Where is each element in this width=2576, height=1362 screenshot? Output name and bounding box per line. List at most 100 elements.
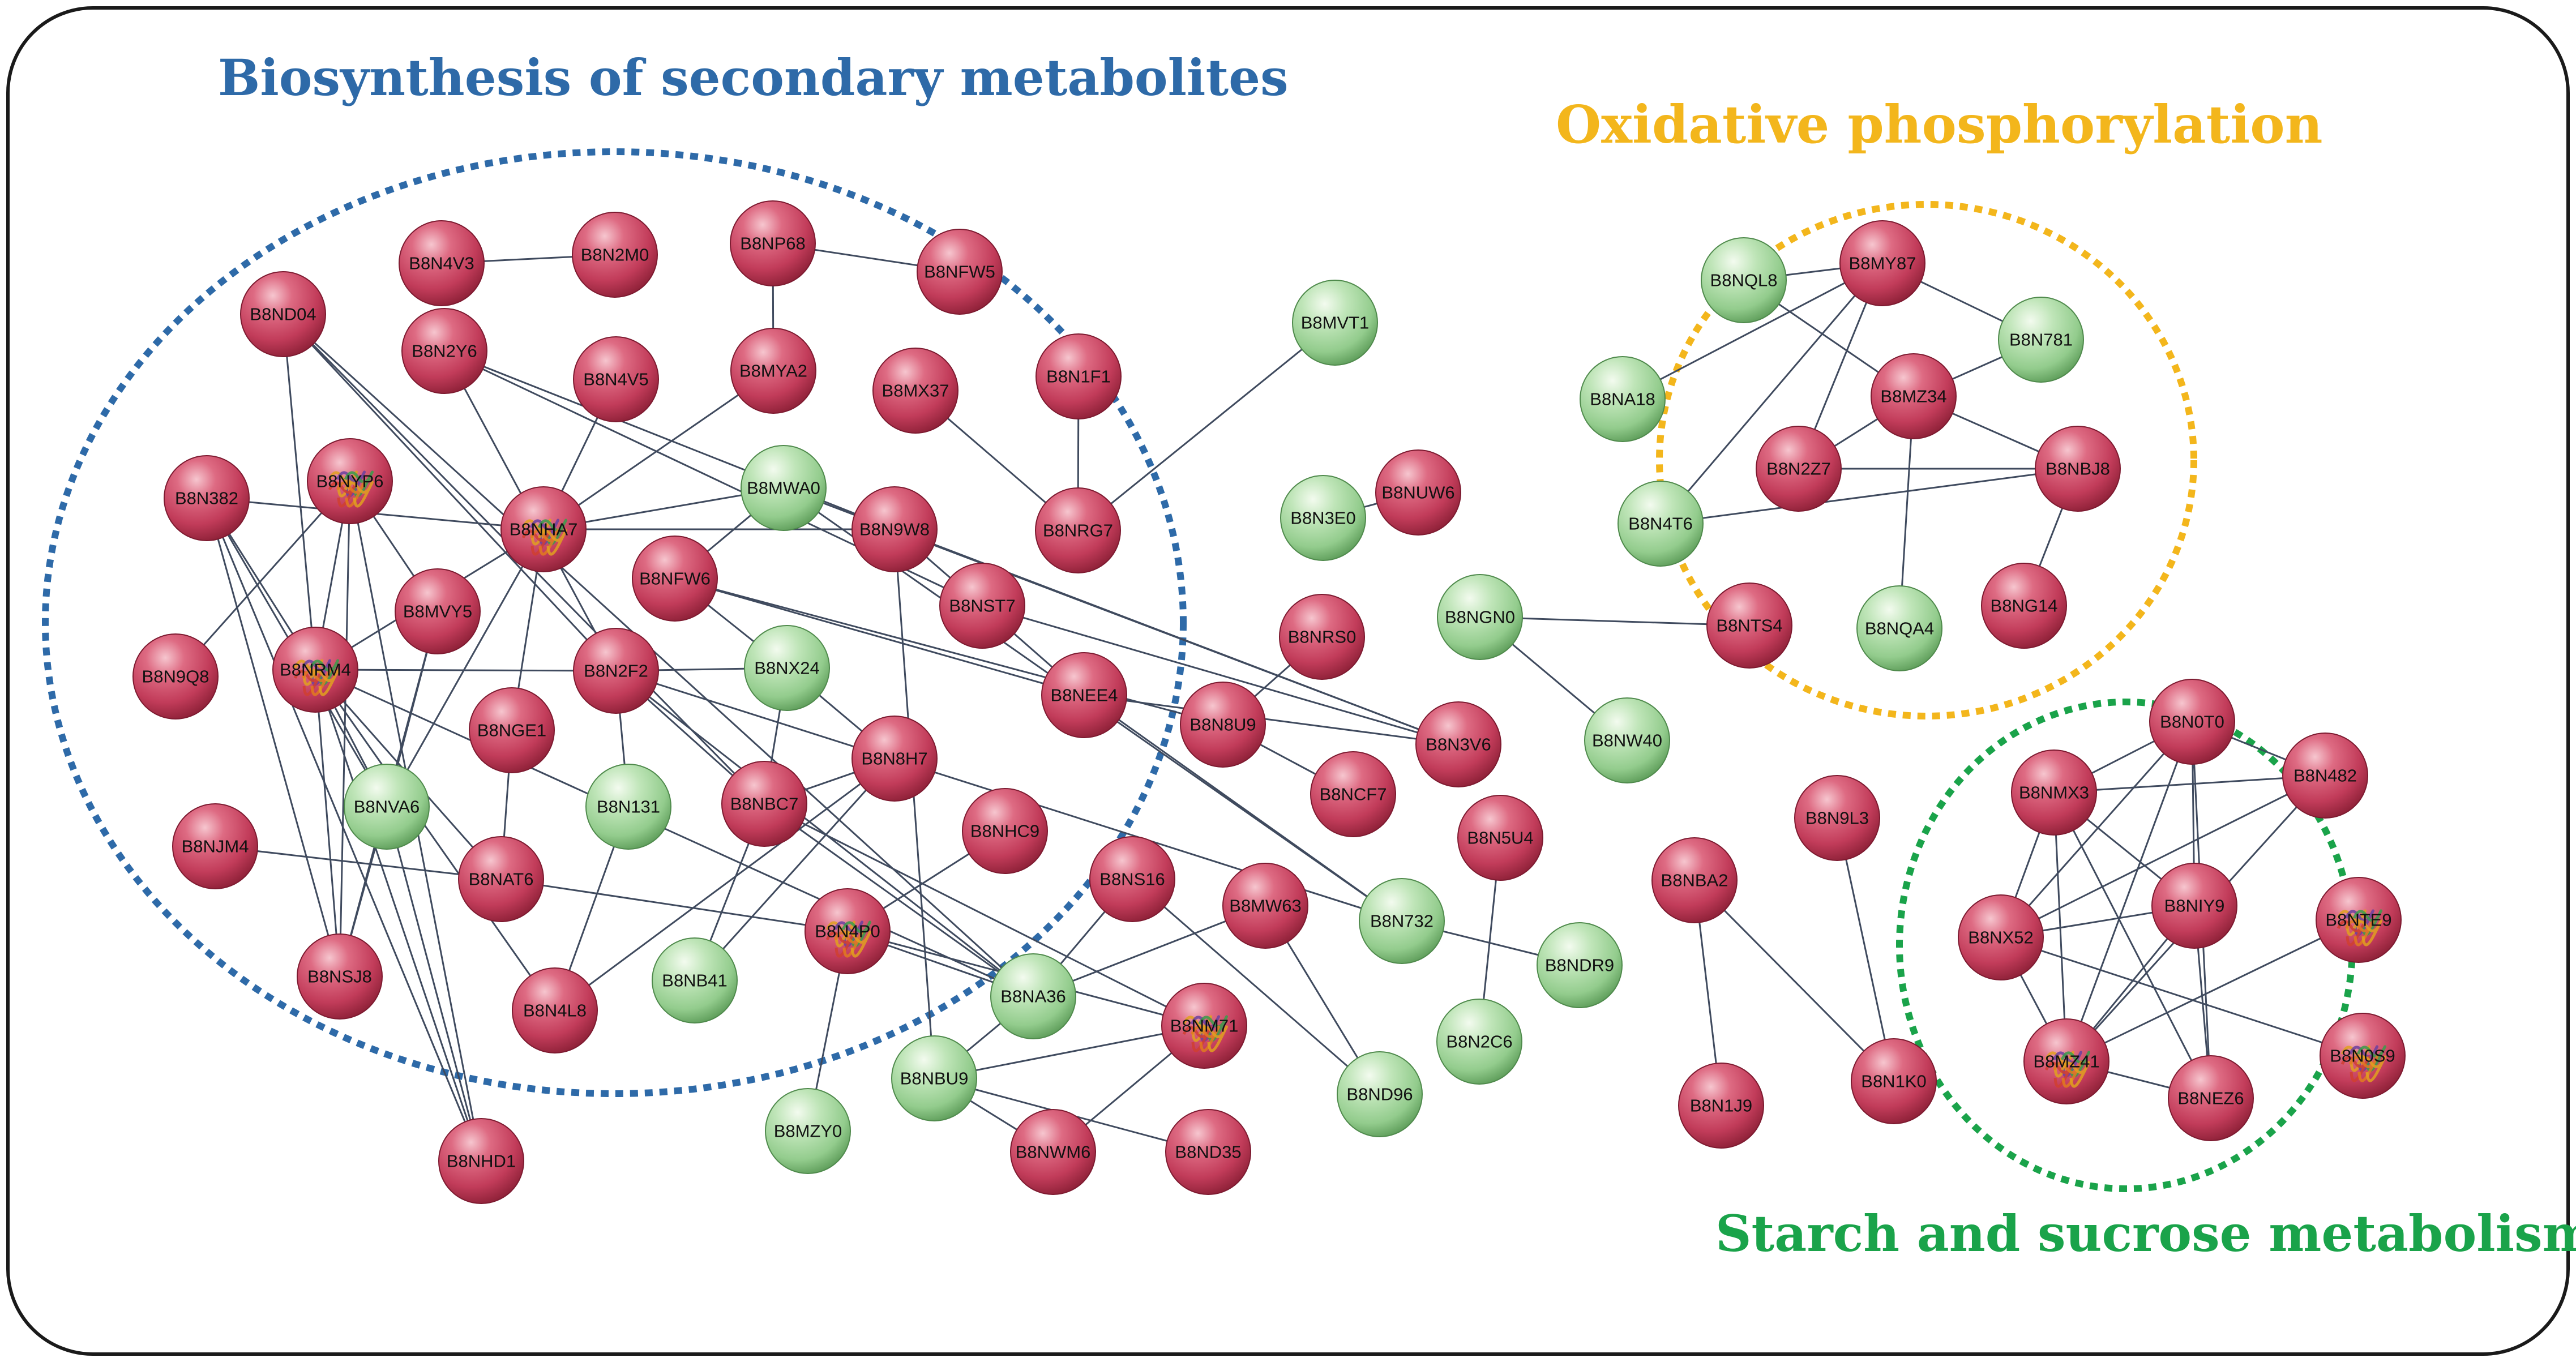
node-B8NBC7[interactable]: B8NBC7 — [721, 761, 807, 847]
node-B8NA36[interactable]: B8NA36 — [990, 953, 1076, 1039]
node-B8NGE1[interactable]: B8NGE1 — [469, 687, 555, 773]
node-B8N4T6[interactable]: B8N4T6 — [1618, 481, 1704, 567]
node-B8NFW5[interactable]: B8NFW5 — [917, 229, 1003, 315]
node-B8NRM4[interactable]: B8NRM4 — [272, 627, 358, 713]
node-sphere — [1279, 594, 1365, 680]
node-B8N9W8[interactable]: B8N9W8 — [851, 486, 938, 572]
node-label: B8NX24 — [754, 658, 819, 678]
node-B8NQA4[interactable]: B8NQA4 — [1856, 585, 1942, 671]
node-B8N382[interactable]: B8N382 — [164, 455, 250, 541]
node-B8NW40[interactable]: B8NW40 — [1584, 697, 1670, 783]
node-B8N2C6[interactable]: B8N2C6 — [1436, 999, 1522, 1085]
node-B8NEE4[interactable]: B8NEE4 — [1041, 652, 1127, 738]
node-B8NP68[interactable]: B8NP68 — [730, 200, 816, 286]
node-B8N2Z7[interactable]: B8N2Z7 — [1756, 426, 1842, 512]
node-B8NHA7[interactable]: B8NHA7 — [500, 486, 587, 572]
node-B8MW63[interactable]: B8MW63 — [1222, 863, 1308, 949]
node-B8N9Q8[interactable]: B8N9Q8 — [132, 633, 219, 719]
node-B8N8U9[interactable]: B8N8U9 — [1180, 682, 1266, 768]
node-B8N3V6[interactable]: B8N3V6 — [1415, 701, 1501, 787]
node-B8N5U4[interactable]: B8N5U4 — [1457, 795, 1543, 881]
node-B8N2F2[interactable]: B8N2F2 — [573, 628, 659, 714]
node-B8NRS0[interactable]: B8NRS0 — [1279, 594, 1365, 680]
node-B8NGN0[interactable]: B8NGN0 — [1437, 574, 1523, 660]
node-B8N2M0[interactable]: B8N2M0 — [572, 212, 658, 298]
node-B8MWA0[interactable]: B8MWA0 — [741, 445, 827, 531]
node-B8N3E0[interactable]: B8N3E0 — [1280, 475, 1366, 561]
node-B8NCF7[interactable]: B8NCF7 — [1310, 751, 1396, 837]
node-sphere — [1035, 487, 1121, 573]
node-B8NWM6[interactable]: B8NWM6 — [1010, 1109, 1096, 1195]
node-B8MYA2[interactable]: B8MYA2 — [730, 328, 816, 414]
node-B8N2Y6[interactable]: B8N2Y6 — [401, 308, 487, 394]
node-B8NM71[interactable]: B8NM71 — [1161, 983, 1247, 1069]
node-B8NHD1[interactable]: B8NHD1 — [438, 1118, 524, 1204]
node-B8MZ34[interactable]: B8MZ34 — [1871, 353, 1957, 439]
node-sphere — [512, 967, 598, 1053]
cluster-title-oxidative: Oxidative phosphorylation — [1556, 94, 2322, 155]
node-B8NB41[interactable]: B8NB41 — [652, 937, 738, 1023]
node-B8MZ41[interactable]: B8MZ41 — [2023, 1018, 2109, 1104]
node-B8N0T0[interactable]: B8N0T0 — [2149, 679, 2235, 765]
node-B8NSJ8[interactable]: B8NSJ8 — [297, 933, 383, 1020]
node-sphere — [1871, 353, 1957, 439]
node-B8MVY5[interactable]: B8MVY5 — [395, 568, 481, 654]
node-B8N732[interactable]: B8N732 — [1359, 878, 1445, 964]
node-B8N1J9[interactable]: B8N1J9 — [1678, 1063, 1764, 1149]
node-B8N9L3[interactable]: B8N9L3 — [1794, 775, 1880, 861]
node-B8ND96[interactable]: B8ND96 — [1337, 1051, 1423, 1137]
node-sphere — [395, 568, 481, 654]
node-B8N781[interactable]: B8N781 — [1998, 297, 2084, 383]
node-B8NBU9[interactable]: B8NBU9 — [891, 1035, 977, 1121]
node-sphere — [1580, 356, 1666, 442]
node-B8NBJ8[interactable]: B8NBJ8 — [2035, 426, 2121, 512]
node-B8MY87[interactable]: B8MY87 — [1839, 220, 1925, 306]
node-B8NX52[interactable]: B8NX52 — [1958, 894, 2044, 980]
node-B8N4V3[interactable]: B8N4V3 — [399, 220, 485, 306]
node-B8NQL8[interactable]: B8NQL8 — [1701, 237, 1787, 323]
edge-B8N382-B8NHD1 — [206, 498, 482, 1162]
edge-B8NBC7-B8NA36 — [764, 803, 1034, 997]
node-label: B8NEZ6 — [2177, 1089, 2244, 1108]
node-B8NS16[interactable]: B8NS16 — [1089, 836, 1175, 922]
edge-B8NS16-B8ND96 — [1132, 878, 1380, 1095]
node-B8N4L8[interactable]: B8N4L8 — [512, 967, 598, 1053]
node-B8NIY9[interactable]: B8NIY9 — [2151, 863, 2237, 949]
node-B8N4V5[interactable]: B8N4V5 — [573, 336, 659, 422]
node-B8NMX3[interactable]: B8NMX3 — [2011, 749, 2097, 836]
node-B8NYP6[interactable]: B8NYP6 — [307, 438, 393, 524]
node-B8ND35[interactable]: B8ND35 — [1165, 1109, 1251, 1195]
node-B8MX37[interactable]: B8MX37 — [872, 348, 958, 434]
node-B8N8H7[interactable]: B8N8H7 — [851, 716, 938, 802]
node-B8N482[interactable]: B8N482 — [2282, 733, 2368, 819]
node-B8NAT6[interactable]: B8NAT6 — [458, 836, 544, 922]
node-B8NTS4[interactable]: B8NTS4 — [1706, 583, 1792, 669]
node-B8NA18[interactable]: B8NA18 — [1580, 356, 1666, 442]
node-B8NVA6[interactable]: B8NVA6 — [344, 764, 430, 850]
edge-B8NJM4-B8NAT6 — [215, 845, 502, 880]
node-B8NBA2[interactable]: B8NBA2 — [1651, 837, 1738, 923]
node-B8NJM4[interactable]: B8NJM4 — [172, 803, 258, 889]
node-label: B8NHC9 — [970, 821, 1039, 841]
node-B8NDR9[interactable]: B8NDR9 — [1537, 922, 1623, 1008]
node-B8MVT1[interactable]: B8MVT1 — [1292, 280, 1378, 366]
node-sphere — [1415, 701, 1501, 787]
node-B8NG14[interactable]: B8NG14 — [1981, 563, 2067, 649]
edge-B8ND04-B8N2F2 — [282, 313, 617, 672]
node-B8NFW6[interactable]: B8NFW6 — [632, 536, 718, 622]
node-B8N131[interactable]: B8N131 — [585, 764, 671, 850]
node-B8NRG7[interactable]: B8NRG7 — [1035, 487, 1121, 573]
node-B8MZY0[interactable]: B8MZY0 — [765, 1088, 851, 1174]
node-B8NEZ6[interactable]: B8NEZ6 — [2168, 1055, 2254, 1141]
node-B8ND04[interactable]: B8ND04 — [240, 271, 326, 357]
edge-B8N8H7-B8N4L8 — [554, 757, 895, 1012]
node-B8N1K0[interactable]: B8N1K0 — [1851, 1038, 1937, 1124]
node-B8N1F1[interactable]: B8N1F1 — [1035, 333, 1122, 419]
node-B8NX24[interactable]: B8NX24 — [744, 625, 830, 711]
node-B8NST7[interactable]: B8NST7 — [939, 563, 1025, 649]
node-B8NUW6[interactable]: B8NUW6 — [1375, 449, 1461, 536]
node-B8N4P0[interactable]: B8N4P0 — [805, 888, 891, 974]
node-B8N0S9[interactable]: B8N0S9 — [2320, 1013, 2406, 1099]
node-B8NTE9[interactable]: B8NTE9 — [2316, 877, 2402, 963]
node-B8NHC9[interactable]: B8NHC9 — [962, 788, 1048, 874]
